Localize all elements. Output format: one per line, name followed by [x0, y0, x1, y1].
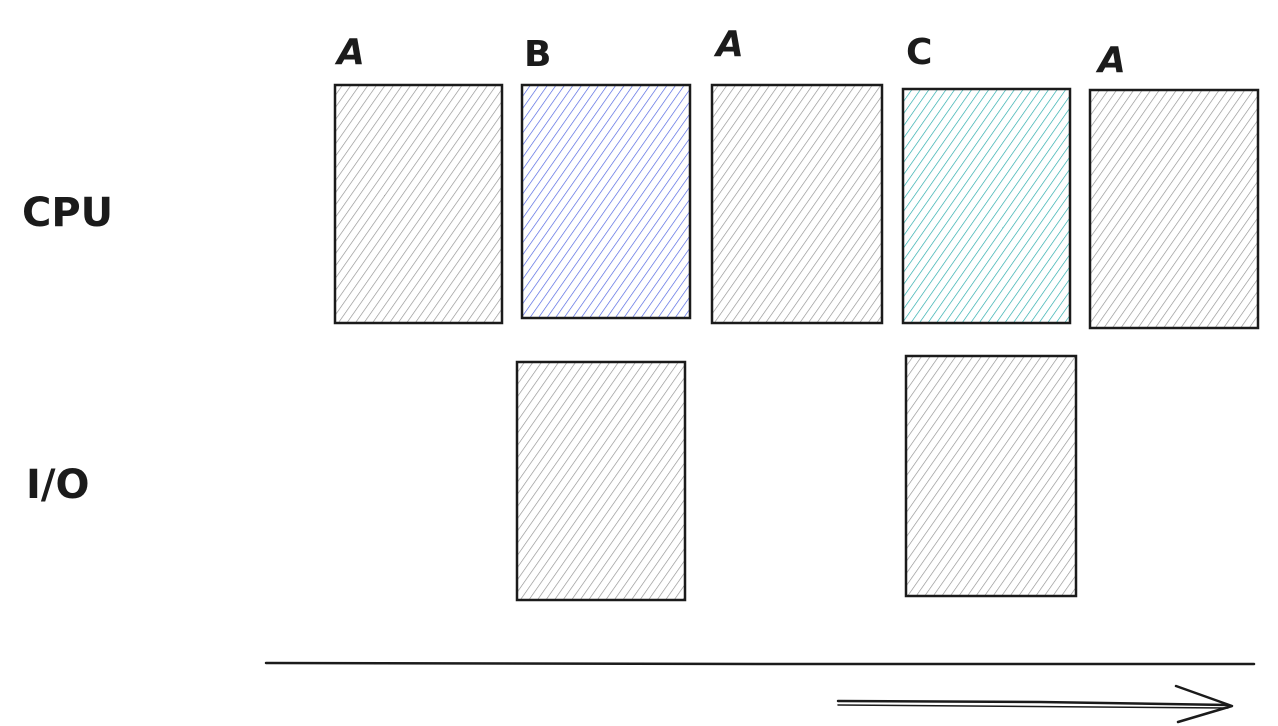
cpu-block-2-label: B	[524, 34, 551, 75]
cpu-block-2: B	[520, 34, 692, 320]
cpu-block-5-box	[1088, 88, 1260, 330]
cpu-block-4: C	[901, 32, 1072, 325]
cpu-block-1-box	[333, 83, 504, 325]
time-arrow	[836, 684, 1234, 724]
cpu-block-3: A	[710, 24, 884, 325]
arrowhead-icon	[1174, 684, 1234, 724]
cpu-row-label: CPU	[22, 190, 113, 236]
io-block-2	[904, 354, 1078, 598]
cpu-block-3-label: A	[713, 24, 744, 65]
io-block-1	[515, 360, 687, 602]
time-arrow-shaft-double	[837, 704, 1229, 709]
cpu-block-1: A	[333, 32, 504, 325]
cpu-block-5-label: A	[1095, 40, 1126, 81]
cpu-block-4-label: C	[906, 32, 932, 73]
io-row-label: I/O	[26, 462, 90, 508]
cpu-block-1-label: A	[334, 32, 365, 73]
time-arrow-shaft	[836, 699, 1230, 707]
time-axis-line	[264, 661, 1256, 666]
cpu-block-5: A	[1088, 40, 1260, 330]
cpu-block-4-box	[901, 87, 1072, 325]
cpu-block-3-box	[710, 83, 884, 325]
cpu-timeline: A B A C A	[333, 24, 1260, 330]
io-timeline	[515, 354, 1078, 602]
cpu-block-2-box	[520, 83, 692, 320]
